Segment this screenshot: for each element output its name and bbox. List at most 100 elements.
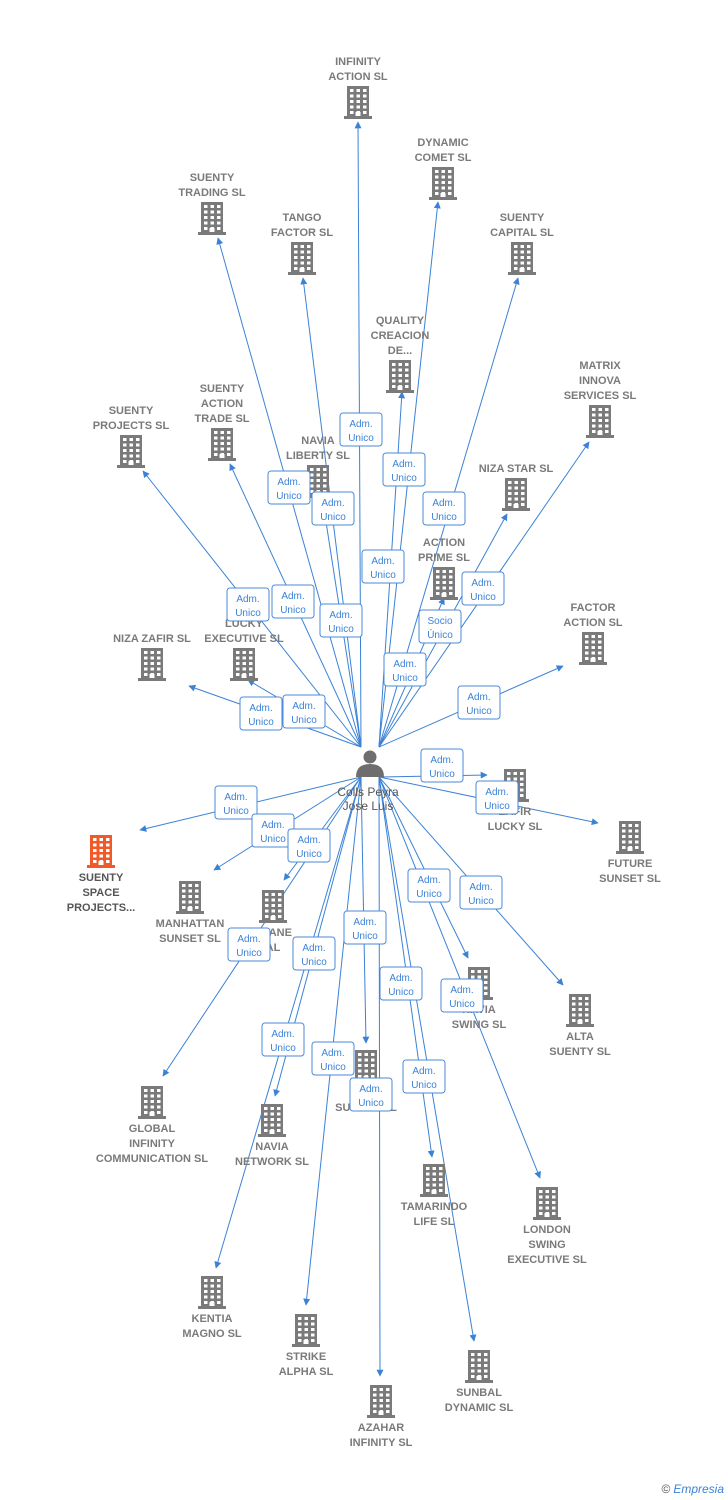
company-label-line: EXECUTIVE SL: [204, 633, 284, 645]
company-label-line: SUENTY: [500, 212, 545, 224]
relation-badge[interactable]: Adm.Unico: [311, 1041, 355, 1076]
company-label-line: INFINITY: [129, 1138, 175, 1150]
badge-box: [461, 571, 505, 606]
edge-navia-swing: [378, 776, 469, 959]
relation-badge[interactable]: Adm.Unico: [287, 828, 331, 863]
relation-badge[interactable]: Adm.Unico: [422, 491, 466, 526]
relation-badge[interactable]: Adm.Unico: [227, 927, 271, 962]
badge-box: [379, 966, 423, 1001]
company-label-line: NETWORK SL: [235, 1156, 309, 1168]
relation-badge[interactable]: Adm.Unico: [361, 549, 405, 584]
company-label-line: SUENTY: [200, 383, 245, 395]
badge-text-line: Unico: [236, 948, 262, 959]
badge-text-line: Adm.: [349, 419, 372, 430]
relation-badge[interactable]: Adm.Unico: [271, 584, 315, 619]
relation-badge[interactable]: Adm.Unico: [261, 1022, 305, 1057]
company-label-line: NIZA STAR SL: [479, 463, 554, 475]
relation-badge[interactable]: Adm.Unico: [461, 571, 505, 606]
relation-badge[interactable]: Adm.Unico: [407, 868, 451, 903]
company-node-niza-zafir[interactable]: NIZA ZAFIR SL: [113, 633, 191, 681]
company-label-line: EXECUTIVE SL: [507, 1254, 587, 1266]
relation-badge[interactable]: Adm.Unico: [214, 785, 258, 820]
badge-box: [311, 491, 355, 526]
badge-box: [239, 696, 283, 731]
building-icon: [208, 428, 236, 461]
company-label-line: MATRIX: [579, 360, 621, 372]
relation-badge[interactable]: Adm.Unico: [267, 470, 311, 505]
relation-badge[interactable]: Adm.Unico: [475, 780, 519, 815]
company-node-suenty-space[interactable]: SUENTYSPACEPROJECTS...: [67, 835, 135, 914]
relation-badge[interactable]: Adm.Unico: [349, 1077, 393, 1112]
badge-text-line: Adm.: [469, 882, 492, 893]
relation-badge[interactable]: Adm.Unico: [402, 1059, 446, 1094]
person-icon: [356, 750, 384, 777]
badge-text-line: Adm.: [249, 703, 272, 714]
company-label-line: MANHATTAN: [156, 918, 225, 930]
relation-badge[interactable]: Adm.Unico: [239, 696, 283, 731]
company-label-line: SUNSET SL: [599, 873, 661, 885]
edge-azahar-infinity: [376, 776, 384, 1377]
building-icon: [533, 1187, 561, 1220]
relation-badge[interactable]: Adm.Unico: [440, 978, 484, 1013]
footer-brand[interactable]: ©Empresia: [661, 1482, 724, 1496]
company-label-line: KENTIA: [192, 1313, 233, 1325]
relation-badge[interactable]: Adm.Unico: [311, 491, 355, 526]
relation-badge[interactable]: Adm.Unico: [339, 412, 383, 447]
relation-badge[interactable]: Adm.Unico: [457, 685, 501, 720]
relation-badge[interactable]: Adm.Unico: [282, 694, 326, 729]
relation-badge[interactable]: Adm.Unico: [226, 587, 270, 622]
badge-box: [271, 584, 315, 619]
edge-sunbal-dynamic: [378, 776, 477, 1342]
relation-badge[interactable]: Adm.Unico: [383, 652, 427, 687]
badge-text-line: Unico: [280, 605, 306, 616]
badge-text-line: Unico: [296, 849, 322, 860]
badge-text-line: Unico: [470, 592, 496, 603]
badge-text-line: Adm.: [392, 459, 415, 470]
relation-badge[interactable]: Adm. Unico: [382, 452, 426, 487]
badge-text-line: Unico: [260, 834, 286, 845]
badge-text-line: Unico: [466, 706, 492, 717]
badge-box: [292, 936, 336, 971]
badge-box: [475, 780, 519, 815]
relation-badge[interactable]: Adm.Unico: [343, 910, 387, 945]
badge-text-line: Unico: [391, 473, 417, 484]
relation-badge[interactable]: Adm.Unico: [292, 936, 336, 971]
relation-badge[interactable]: Adm.Unico: [420, 748, 464, 783]
badge-text-line: Unico: [392, 673, 418, 684]
relation-badge[interactable]: Adm.Unico: [379, 966, 423, 1001]
badge-box: [422, 491, 466, 526]
relation-badge[interactable]: Adm.Unico: [251, 813, 295, 848]
company-node-niza-star[interactable]: NIZA STAR SL: [479, 463, 554, 511]
relation-badge[interactable]: Adm.Unico: [319, 603, 363, 638]
relation-badge[interactable]: Adm.Unico: [459, 875, 503, 910]
building-icon: [292, 1314, 320, 1347]
company-label-line: ALTA: [566, 1031, 594, 1043]
company-label-line: SERVICES SL: [564, 390, 637, 402]
company-node-quality-creacion[interactable]: QUALITYCREACIONDE...: [371, 315, 430, 393]
